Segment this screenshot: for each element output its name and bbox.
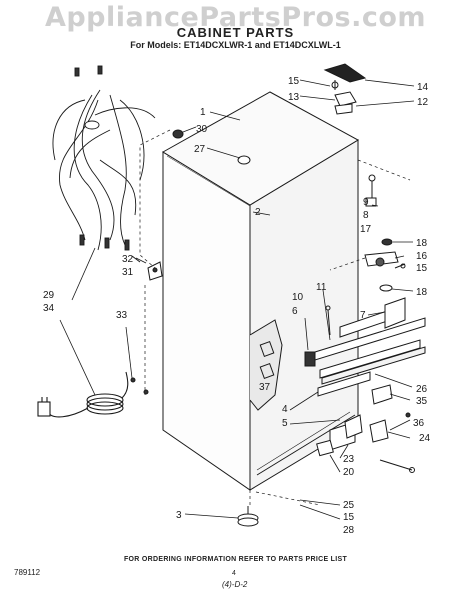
callout-36: 36 xyxy=(413,418,425,429)
revision-code: (4)-D-2 xyxy=(222,580,248,589)
page-number: 4 xyxy=(232,570,236,577)
leveling-leg xyxy=(237,506,259,527)
watermark: AppliancePartsPros.com xyxy=(44,2,427,33)
callout-14: 14 xyxy=(417,82,429,93)
callout-10: 10 xyxy=(292,292,304,303)
callout-35: 35 xyxy=(416,396,428,407)
callout-29: 29 xyxy=(43,290,55,301)
model-subtitle: For Models: ET14DCXLWR-1 and ET14DCXLWL-… xyxy=(130,40,341,50)
callout-labels: 1 30 27 2 15 13 14 12 9 8 17 18 16 15 18… xyxy=(43,76,431,536)
callout-4: 4 xyxy=(282,404,288,415)
callout-20: 20 xyxy=(343,467,355,478)
callout-15-top: 15 xyxy=(288,76,300,87)
cabinet-body xyxy=(162,91,360,491)
page-title: CABINET PARTS xyxy=(176,25,295,40)
ordering-note: FOR ORDERING INFORMATION REFER TO PARTS … xyxy=(123,556,348,563)
callout-6: 6 xyxy=(292,306,298,317)
wire-harness xyxy=(52,65,156,251)
callout-16: 16 xyxy=(416,251,428,262)
lower-brackets xyxy=(316,384,415,473)
callout-7: 7 xyxy=(360,310,366,321)
cord-clip xyxy=(131,255,163,281)
callout-37: 37 xyxy=(259,382,271,393)
cabinet-recess xyxy=(249,319,283,411)
callout-18-upper: 18 xyxy=(416,238,428,249)
middle-hinge xyxy=(364,238,406,292)
callout-34: 34 xyxy=(43,303,55,314)
guide-lines xyxy=(139,129,411,508)
callout-15-middle: 15 xyxy=(416,263,428,274)
callout-17: 17 xyxy=(360,224,372,235)
callout-15-bottom: 15 xyxy=(343,512,355,523)
callout-1: 1 xyxy=(200,107,206,118)
leader-lines xyxy=(59,79,415,520)
callout-25: 25 xyxy=(343,500,355,511)
pin-part xyxy=(365,174,377,207)
callout-9: 9 xyxy=(363,197,369,208)
callout-12: 12 xyxy=(417,97,429,108)
callout-5: 5 xyxy=(282,418,288,429)
callout-31: 31 xyxy=(122,267,134,278)
callout-27: 27 xyxy=(194,144,206,155)
power-cord xyxy=(37,371,129,418)
callout-28: 28 xyxy=(343,525,355,536)
callout-13: 13 xyxy=(288,92,300,103)
callout-26: 26 xyxy=(416,384,428,395)
callout-33: 33 xyxy=(116,310,128,321)
callout-32: 32 xyxy=(122,254,134,265)
callout-3: 3 xyxy=(176,510,182,521)
callout-30: 30 xyxy=(196,124,208,135)
callout-24: 24 xyxy=(419,433,431,444)
callout-23: 23 xyxy=(343,454,355,465)
callout-11: 11 xyxy=(316,282,327,293)
screw-part xyxy=(304,305,331,367)
diagram-code: 789112 xyxy=(14,568,41,577)
callout-8: 8 xyxy=(363,210,369,221)
top-hinge xyxy=(323,63,367,115)
callout-2: 2 xyxy=(255,207,261,218)
callout-18-lower: 18 xyxy=(416,287,428,298)
